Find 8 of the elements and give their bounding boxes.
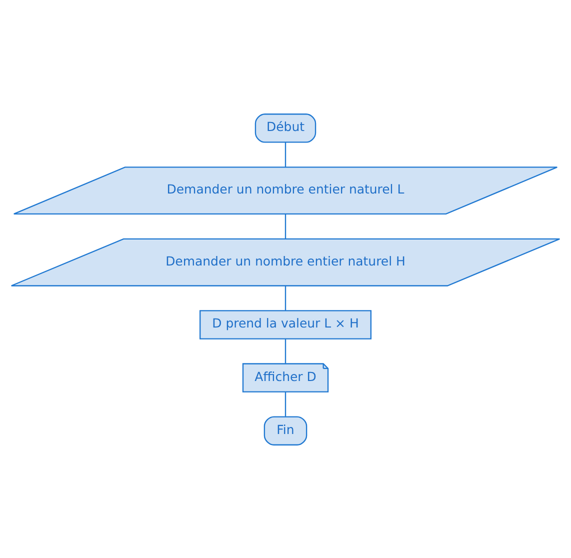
- node-box: D prend la valeur L × H: [200, 310, 372, 339]
- node-box: Début: [254, 113, 316, 142]
- connector: [284, 392, 286, 416]
- connector: [284, 214, 286, 238]
- connector: [284, 142, 286, 166]
- node-box: Fin: [264, 416, 308, 445]
- connector: [284, 285, 286, 310]
- connector: [284, 338, 286, 363]
